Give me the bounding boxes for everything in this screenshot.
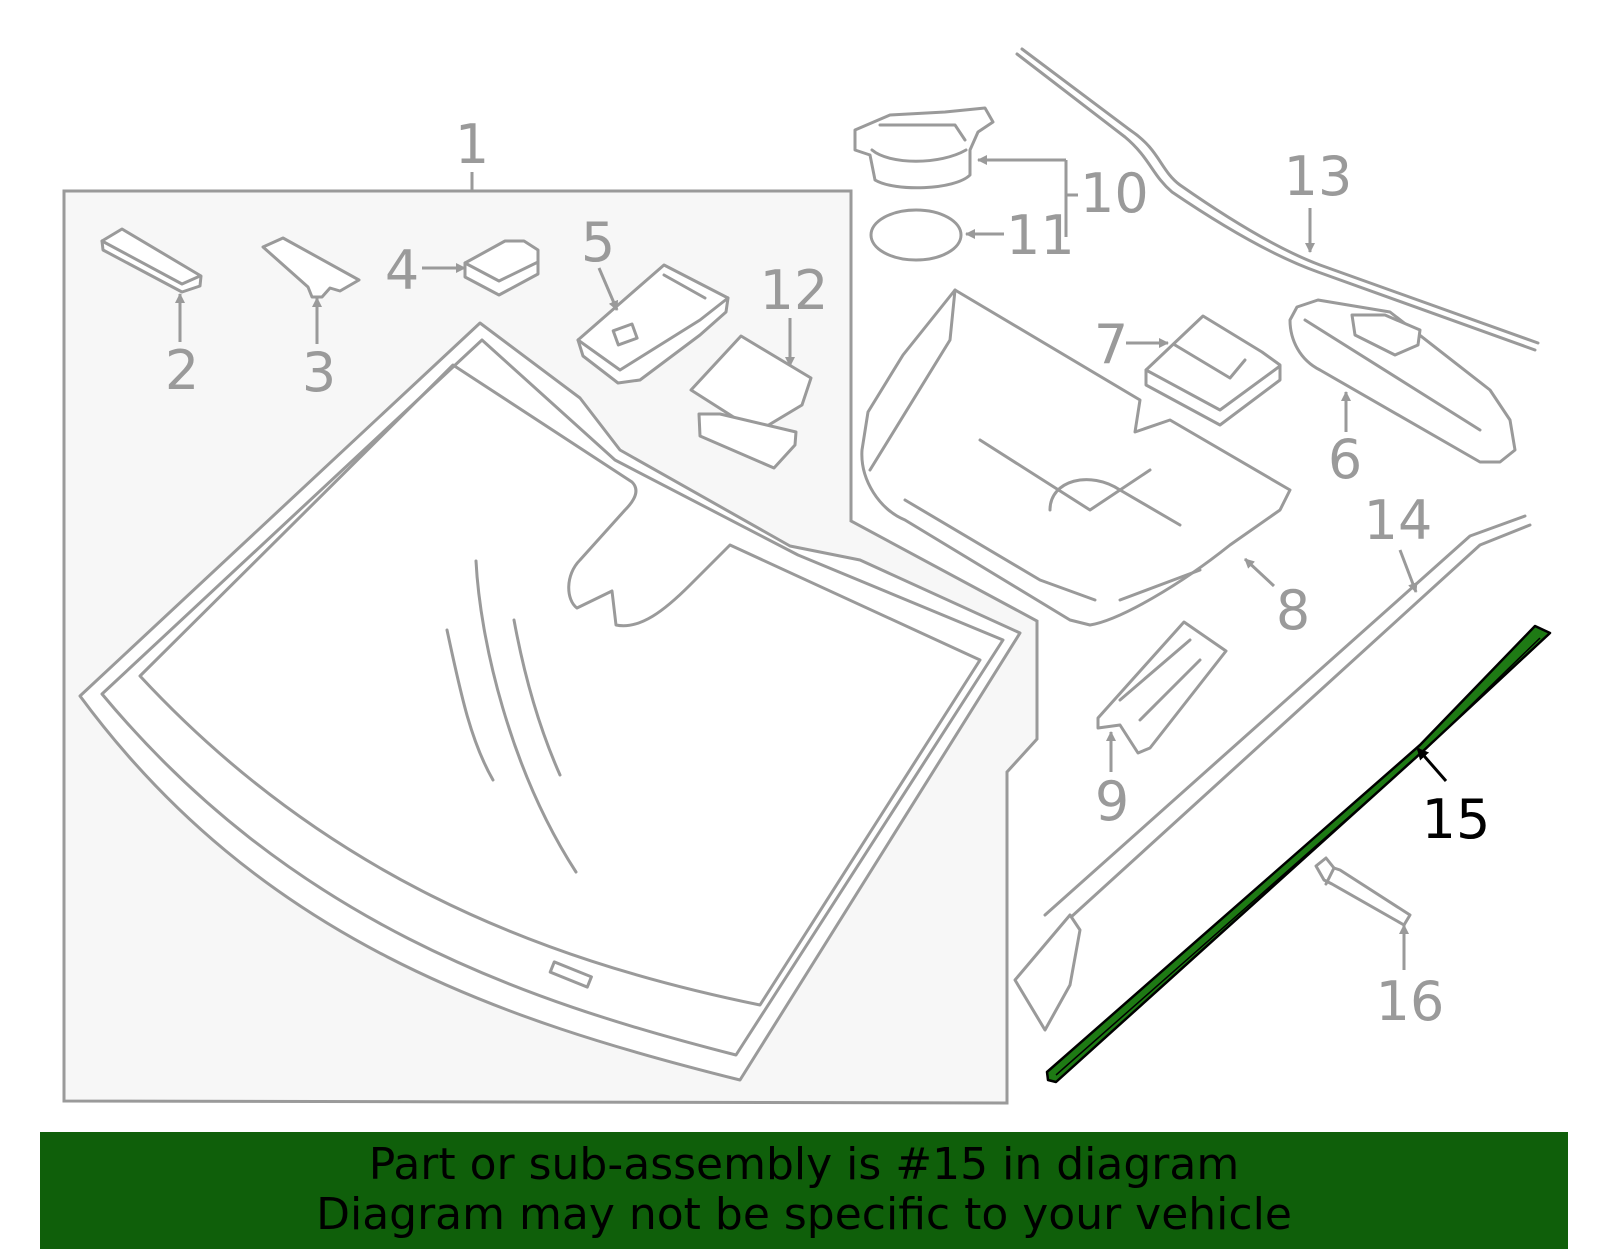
callout-15: 15 <box>1422 788 1491 851</box>
part-11-o-ring <box>869 208 963 262</box>
banner-line-1: Part or sub-assembly is #15 in diagram <box>368 1139 1240 1190</box>
callout-12: 12 <box>760 259 829 322</box>
part-10-sensor-housing <box>853 106 995 190</box>
callout-16: 16 <box>1376 970 1445 1033</box>
callout-8: 8 <box>1276 579 1310 642</box>
callout-14: 14 <box>1364 489 1433 552</box>
callout-10: 10 <box>1080 162 1149 225</box>
callout-4: 4 <box>385 239 419 302</box>
callout-9: 9 <box>1095 770 1129 833</box>
part-5-sensor <box>576 263 730 385</box>
disclaimer-banner: Part or sub-assembly is #15 in diagram D… <box>40 1132 1568 1249</box>
callout-13: 13 <box>1284 145 1353 208</box>
part-13-seal-strip <box>1015 47 1540 352</box>
part-8-overhead-console <box>860 288 1292 627</box>
callout-2: 2 <box>165 339 199 402</box>
part-12-bracket <box>689 334 813 470</box>
part-3-clip <box>261 236 361 299</box>
callout-7: 7 <box>1094 313 1128 376</box>
part-6-mirror <box>1288 298 1517 464</box>
callout-5: 5 <box>581 211 615 274</box>
part-7-lamp <box>1144 314 1282 427</box>
part-4-pad <box>463 239 540 297</box>
part-9-bracket <box>1096 620 1228 755</box>
banner-line-2: Diagram may not be specific to your vehi… <box>316 1189 1292 1240</box>
callout-6: 6 <box>1328 428 1362 491</box>
callout-1: 1 <box>455 113 489 176</box>
callout-11: 11 <box>1006 204 1075 267</box>
windshield <box>78 321 1022 1082</box>
callout-3: 3 <box>302 341 336 404</box>
part-14-trim <box>1013 514 1532 1032</box>
part-2-clip <box>100 227 203 294</box>
part-16-stud <box>1314 856 1412 927</box>
